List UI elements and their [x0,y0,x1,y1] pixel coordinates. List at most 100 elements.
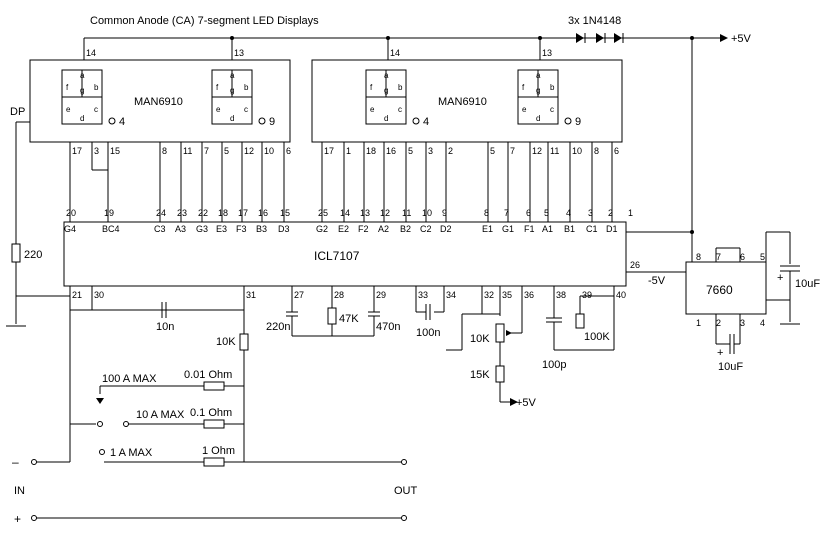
ic-top-pin-2: 24 [156,208,166,218]
r-100k [575,313,585,329]
svg-text:f: f [216,83,219,92]
r-100k-label: 100K [584,331,610,343]
digit-left-1: a f g b e d c [61,69,103,125]
svg-text:g: g [230,86,234,95]
ic-top-pin-21: 3 [588,208,593,218]
disp-left-bottom-pin-2: 15 [110,146,120,156]
r-15k-label: 15K [470,369,490,381]
shunt-001-resistor [203,381,225,391]
icl7107-chip [63,221,627,287]
ic-bottom-pin-12: 39 [582,290,592,300]
conv-pin-4: 1 [696,318,701,328]
ic-top-name-11: F2 [358,224,369,234]
c-100n-label: 100n [416,327,440,339]
disp-left-pin14: 14 [86,48,96,58]
c-10uf-b-label: 10uF [718,361,743,373]
plus5v-top: +5V [731,33,752,45]
conv-pin-3: 5 [760,252,765,262]
ic-top-pin-17: 7 [504,208,509,218]
bottom-network [69,286,615,462]
diode-string [576,33,624,43]
disp-right-pin14: 14 [390,48,400,58]
out-label: OUT [394,485,418,497]
disp-left-pin9: 9 [269,116,275,128]
shunt-network [31,381,407,521]
svg-text:a: a [536,71,541,80]
disp-right-bottom-pin-1: 1 [346,146,351,156]
ic-top-name-16: E1 [482,224,493,234]
r-dp-value: 220 [24,249,42,261]
ic-top-pin-20: 4 [566,208,571,218]
range-100a: 100 A MAX [102,373,157,385]
minus-terminal: – [12,455,19,469]
disp-left-bottom-pin-0: 17 [72,146,82,156]
seg-d: d [80,114,84,123]
ic-bottom-pin-0: 21 [72,290,82,300]
ic-top-name-9: G2 [316,224,328,234]
range-10a: 10 A MAX [136,409,185,421]
disp-left-bottom-pin-3: 8 [162,146,167,156]
ic-pin26: 26 [630,260,640,270]
r-47k [327,307,337,325]
disp-left-part: MAN6910 [134,96,183,108]
ic-bottom-pin-2: 31 [246,290,256,300]
ic-top-name-17: G1 [502,224,514,234]
c-100p-label: 100p [542,359,566,371]
plus-terminal: + [14,512,21,526]
ic-top-name-22: D1 [606,224,618,234]
r-15k [495,365,505,383]
r-10k-pot [495,323,505,343]
disp-right-bottom-pin-10: 11 [550,146,559,156]
disp-right-bottom-pin-4: 5 [408,146,413,156]
disp-left-pin4: 4 [119,116,125,128]
disp-right-bottom-pin-7: 5 [490,146,495,156]
ic-bottom-pin-1: 30 [94,290,104,300]
ic-top-pin-1: 19 [104,208,114,218]
minus5v-label: -5V [648,275,666,287]
ic-top-pin-18: 6 [526,208,531,218]
disp-right-bottom-pin-11: 10 [572,146,582,156]
disp-left-bottom-pin-9: 6 [286,146,291,156]
ic-top-name-12: A2 [378,224,389,234]
ic-bottom-pin-13: 40 [616,290,626,300]
r-10k-a [239,333,249,351]
svg-text:c: c [550,105,554,114]
disp-left-bottom-pin-5: 7 [204,146,209,156]
svg-text:b: b [550,83,555,92]
ic-top-pin-4: 22 [198,208,208,218]
seg-e: e [66,105,71,114]
r-10k-a-label: 10K [216,336,236,348]
disp-left-bottom-pin-8: 10 [264,146,274,156]
disp-right-bottom-pin-6: 2 [448,146,453,156]
ic-top-name-6: F3 [236,224,247,234]
seg-c: c [94,105,98,114]
ic-top-name-20: B1 [564,224,575,234]
svg-text:e: e [370,105,375,114]
dp-resistor [11,243,21,263]
disp-right-bottom-pin-3: 16 [386,146,396,156]
ic-top-pin-7: 16 [258,208,268,218]
ic-name: ICL7107 [314,249,360,263]
svg-text:4: 4 [423,116,429,128]
ic-top-name-3: A3 [175,224,186,234]
ic-top-pin-13: 11 [402,208,411,218]
conv-pin-5: 2 [716,318,721,328]
ic-bottom-pin-10: 36 [524,290,534,300]
ic-bottom-pin-9: 35 [502,290,512,300]
svg-text:9: 9 [575,116,581,128]
c-470n-label: 470n [376,321,400,333]
conv-pin-6: 3 [740,318,745,328]
ic-top-name-8: D3 [278,224,290,234]
ic-top-name-0: G4 [64,224,76,234]
cap-plus-bottom: + [717,347,723,359]
ic-top-pin-22: 2 [608,208,613,218]
digit-left-2: a f g b e d c [211,69,253,125]
svg-text:a: a [384,71,389,80]
svg-text:c: c [398,105,402,114]
display-ic-wires [69,142,613,222]
disp-left-bottom-pin-4: 11 [183,146,192,156]
icl7660-chip [685,261,767,315]
seg-g: g [80,86,84,95]
range-1a: 1 A MAX [110,447,153,459]
